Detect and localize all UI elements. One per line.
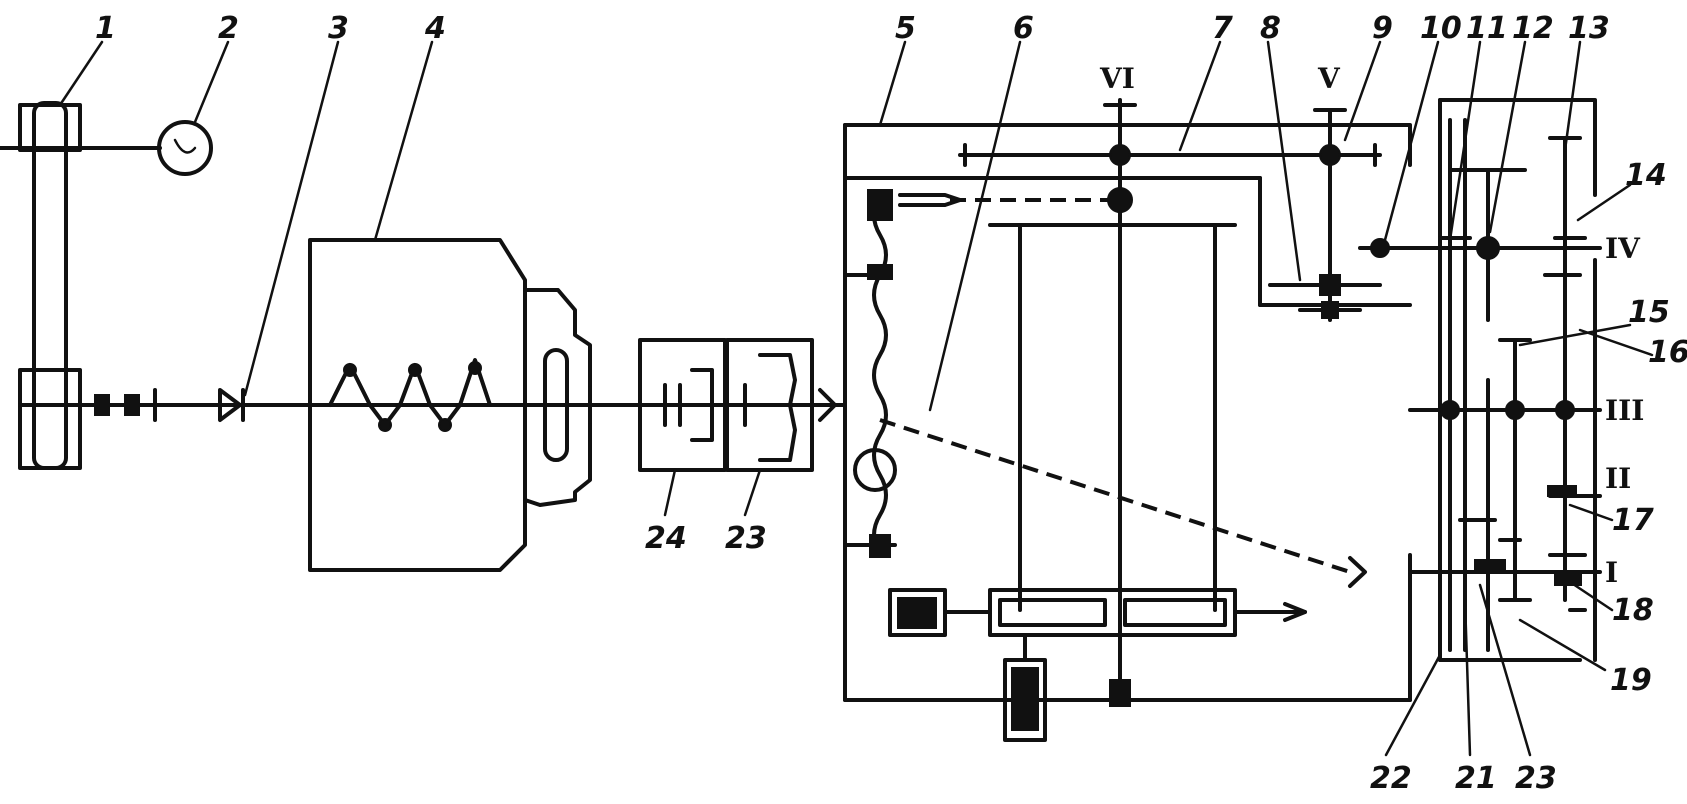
label-23-right: 23: [1515, 761, 1557, 796]
shaft-vi: [1103, 98, 1137, 707]
label-6: 6: [1013, 11, 1034, 46]
label-1: 1: [95, 11, 116, 46]
label-10: 10: [1420, 11, 1462, 46]
label-3: 3: [328, 11, 349, 46]
label-21: 21: [1455, 761, 1497, 796]
label-14: 14: [1625, 158, 1667, 193]
label-24: 24: [645, 521, 687, 556]
diagonal-chain: [879, 418, 1367, 588]
label-15: 15: [1628, 295, 1670, 330]
motor-left: [888, 588, 992, 637]
shaft-label-v: V: [1317, 62, 1341, 95]
table-frame: [988, 223, 1307, 637]
label-8: 8: [1260, 11, 1281, 46]
label-18: 18: [1612, 593, 1654, 628]
shaft-v-gears: [1268, 108, 1382, 322]
gauge: [157, 120, 213, 176]
label-19: 19: [1610, 663, 1652, 698]
drive-shaft: [78, 388, 312, 422]
shaft-label-iii: III: [1605, 394, 1644, 427]
label-9: 9: [1372, 11, 1393, 46]
upper-shaft-7: [950, 143, 1382, 202]
gearbox-23: [725, 338, 847, 472]
right-gearbox: [1358, 98, 1602, 662]
label-5: 5: [895, 11, 916, 46]
shaft-labels: VI V IV III II I: [1099, 62, 1644, 589]
shaft-label-vi: VI: [1099, 62, 1135, 95]
label-17: 17: [1612, 503, 1654, 538]
label-11: 11: [1466, 11, 1508, 46]
label-12: 12: [1512, 11, 1554, 46]
motor-bottom: [1003, 633, 1047, 742]
label-13: 13: [1568, 11, 1610, 46]
clutch-box-24: [638, 338, 727, 472]
label-23-left: 23: [725, 521, 767, 556]
part-labels: 1 2 3 4 5 6 7 8 9 10 11 12 13 14 15 16 1…: [95, 11, 1687, 796]
vertical-chain: [853, 189, 962, 558]
leader-lines: [58, 40, 1654, 757]
label-16: 16: [1648, 335, 1687, 370]
label-2: 2: [218, 11, 239, 46]
engine-block: [308, 238, 642, 572]
shaft-label-iv: IV: [1605, 232, 1641, 265]
label-22: 22: [1370, 761, 1412, 796]
label-7: 7: [1212, 11, 1233, 46]
shaft-label-i: I: [1605, 556, 1618, 589]
shaft-label-ii: II: [1605, 462, 1631, 495]
label-4: 4: [424, 11, 446, 46]
